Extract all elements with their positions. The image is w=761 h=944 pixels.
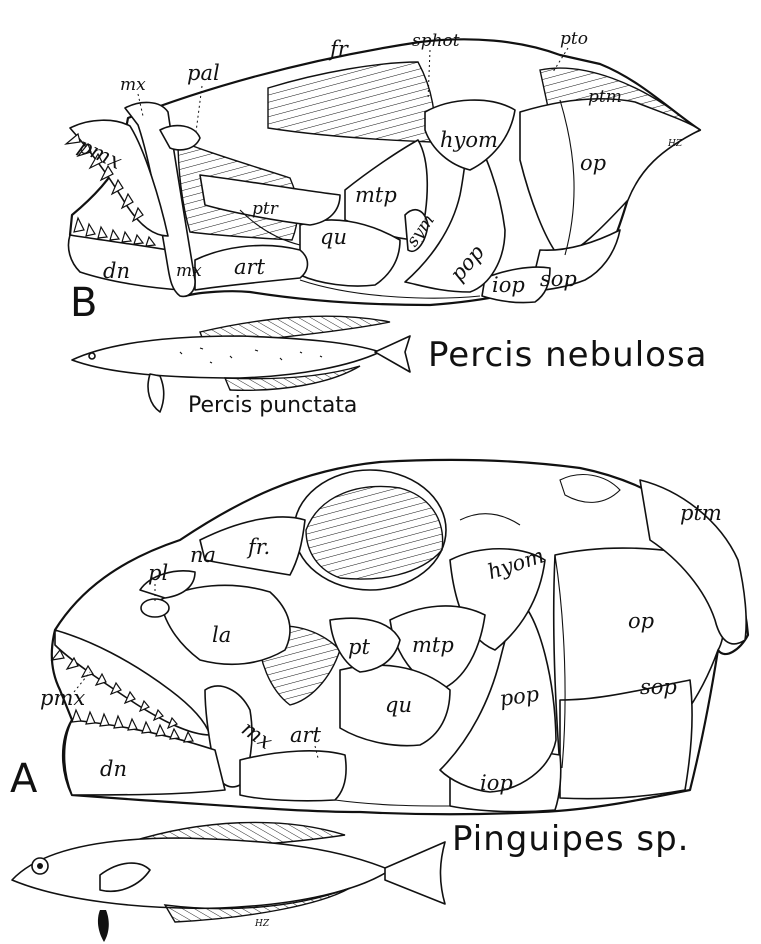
fish-a-initials: HZ (254, 919, 270, 929)
label-a-qu: qu (385, 693, 412, 717)
fish-a-tail (385, 842, 445, 904)
label-a-fr: fr. (246, 535, 270, 559)
label-a-ptm: ptm (680, 501, 722, 525)
label-b-ptm: ptm (588, 87, 622, 107)
fish-b-pelvic-fin (148, 374, 164, 412)
label-a-pl: pl (148, 561, 168, 585)
label-b-hyom: hyom (440, 128, 498, 152)
label-a-sop: sop (640, 675, 677, 699)
fish-a: HZ (12, 822, 445, 942)
label-a-mtp: mtp (412, 633, 454, 657)
label-a-pmx: pmx (40, 686, 85, 710)
label-b-pto: pto (560, 29, 588, 49)
fish-b-eye (89, 353, 95, 359)
fish-b-tail (375, 336, 410, 372)
species-percis-nebulosa: Percis nebulosa (428, 335, 708, 375)
species-percis-punctata: Percis punctata (188, 393, 357, 418)
label-b-iop: iop (492, 273, 525, 297)
label-b-pal: pal (187, 61, 220, 85)
panel-letter-a: A (10, 756, 38, 802)
label-b-mx: mx (120, 75, 146, 95)
label-a-iop: iop (480, 771, 513, 795)
label-b-mx2: mx (176, 261, 202, 281)
label-a-op: op (628, 609, 654, 633)
fish-a-pupil (37, 863, 43, 869)
skull-a-nostril (141, 599, 169, 617)
label-b-qu: qu (320, 225, 347, 249)
skull-a-articular (240, 751, 346, 801)
label-b-dn: dn (103, 259, 130, 283)
label-a-dn: dn (100, 757, 127, 781)
label-a-la: la (212, 623, 231, 647)
label-b-art: art (234, 255, 266, 279)
label-b-ptr: ptr (252, 199, 279, 219)
label-b-sop: sop (540, 267, 577, 291)
label-b-sphot: sphot (412, 31, 460, 51)
fish-a-pelvic-fin (98, 910, 109, 942)
label-b-mtp: mtp (355, 183, 397, 207)
label-a-pt: pt (348, 635, 370, 659)
skull-a (52, 460, 748, 814)
panel-letter-b: B (70, 280, 97, 326)
label-b-fr: fr (328, 37, 350, 61)
label-a-na: na (190, 543, 216, 567)
label-b-op: op (580, 151, 606, 175)
skull-b-initials: HZ (667, 139, 683, 149)
species-pinguipes: Pinguipes sp. (452, 819, 689, 859)
fish-a-body (12, 838, 390, 908)
label-a-art: art (290, 723, 322, 747)
